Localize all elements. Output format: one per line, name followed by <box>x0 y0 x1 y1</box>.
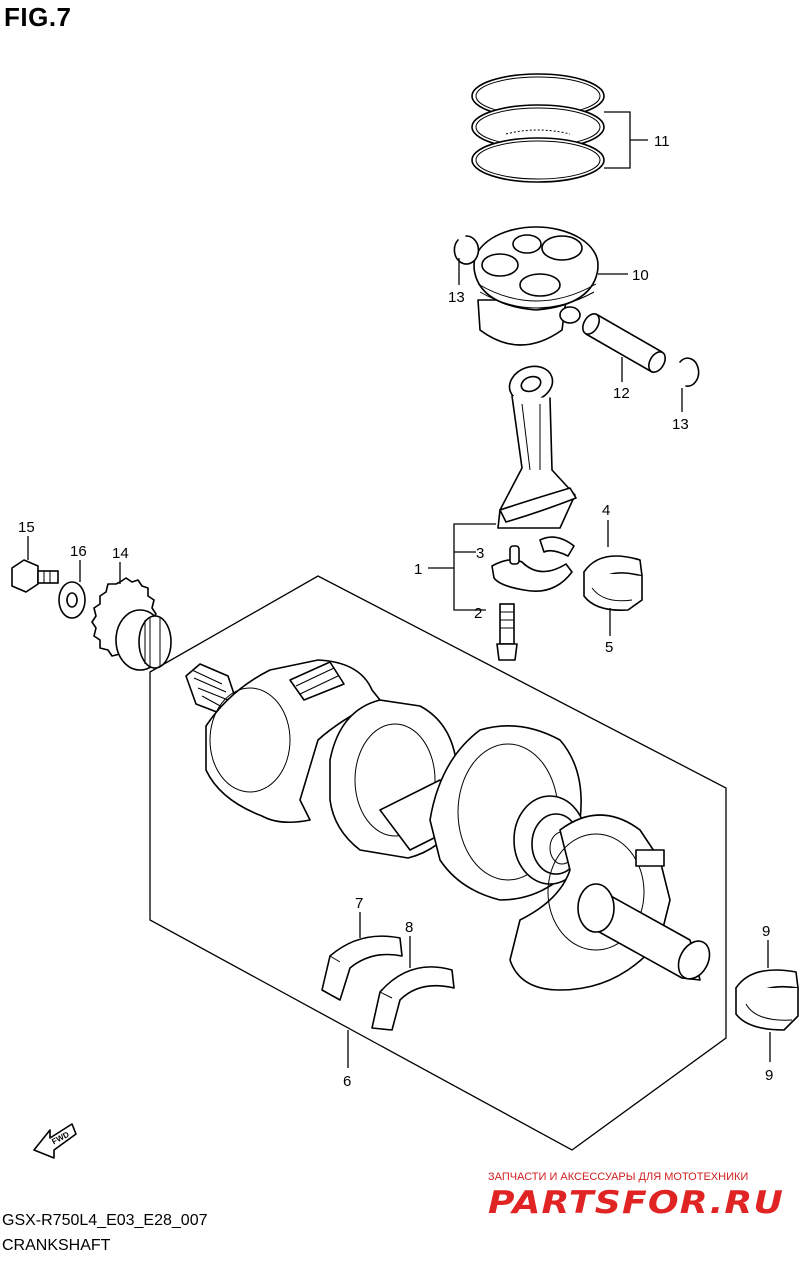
circlip-left <box>453 235 480 265</box>
callout-9b: 9 <box>765 1067 773 1084</box>
callout-7: 7 <box>355 895 363 912</box>
leader-11 <box>604 111 648 169</box>
callout-11: 11 <box>654 133 670 150</box>
callout-16: 16 <box>70 543 87 560</box>
callout-12: 12 <box>613 385 630 402</box>
forward-arrow: FWD <box>33 1123 77 1159</box>
callout-9a: 9 <box>762 923 770 940</box>
model-code: GSX-R750L4_E03_E28_007 <box>2 1212 208 1229</box>
callout-4: 4 <box>602 502 610 519</box>
crankshaft <box>185 659 711 991</box>
connecting-rod <box>491 365 577 592</box>
callout-2: 2 <box>474 605 482 622</box>
thrust-washer-8 <box>371 966 455 1031</box>
rod-bolt <box>496 603 518 661</box>
piston <box>473 226 599 346</box>
callout-8: 8 <box>405 919 413 936</box>
leader-1 <box>428 523 496 611</box>
figure-title: FIG.7 <box>4 2 72 32</box>
callout-10: 10 <box>632 267 649 284</box>
callout-13a: 13 <box>448 289 465 306</box>
circlip-right <box>679 357 700 387</box>
watermark-logo: PARTSFOR.RU <box>488 1185 784 1221</box>
callout-5: 5 <box>605 639 613 656</box>
watermark: ЗАПЧАСТИ И АКСЕССУАРЫ ДЛЯ МОТОТЕХНИКИ PA… <box>488 1171 784 1221</box>
callout-15: 15 <box>18 519 35 536</box>
washer-16 <box>58 581 86 619</box>
piston-rings <box>471 73 605 183</box>
sprocket-14 <box>91 577 172 671</box>
piston-pin <box>582 313 666 373</box>
dowel-pin <box>509 545 520 565</box>
assembly-frame <box>149 575 727 1151</box>
bolt-15 <box>11 559 59 593</box>
thrust-washer-7 <box>321 935 403 1001</box>
callout-13b: 13 <box>672 416 689 433</box>
callout-3: 3 <box>476 545 484 562</box>
conrod-bearing <box>583 555 643 612</box>
callout-1: 1 <box>414 561 422 578</box>
main-bearing <box>735 969 799 1031</box>
figure-caption: CRANKSHAFT <box>2 1237 111 1254</box>
watermark-tagline: ЗАПЧАСТИ И АКСЕССУАРЫ ДЛЯ МОТОТЕХНИКИ <box>488 1171 748 1183</box>
callout-6: 6 <box>343 1073 351 1090</box>
callout-14: 14 <box>112 545 129 562</box>
